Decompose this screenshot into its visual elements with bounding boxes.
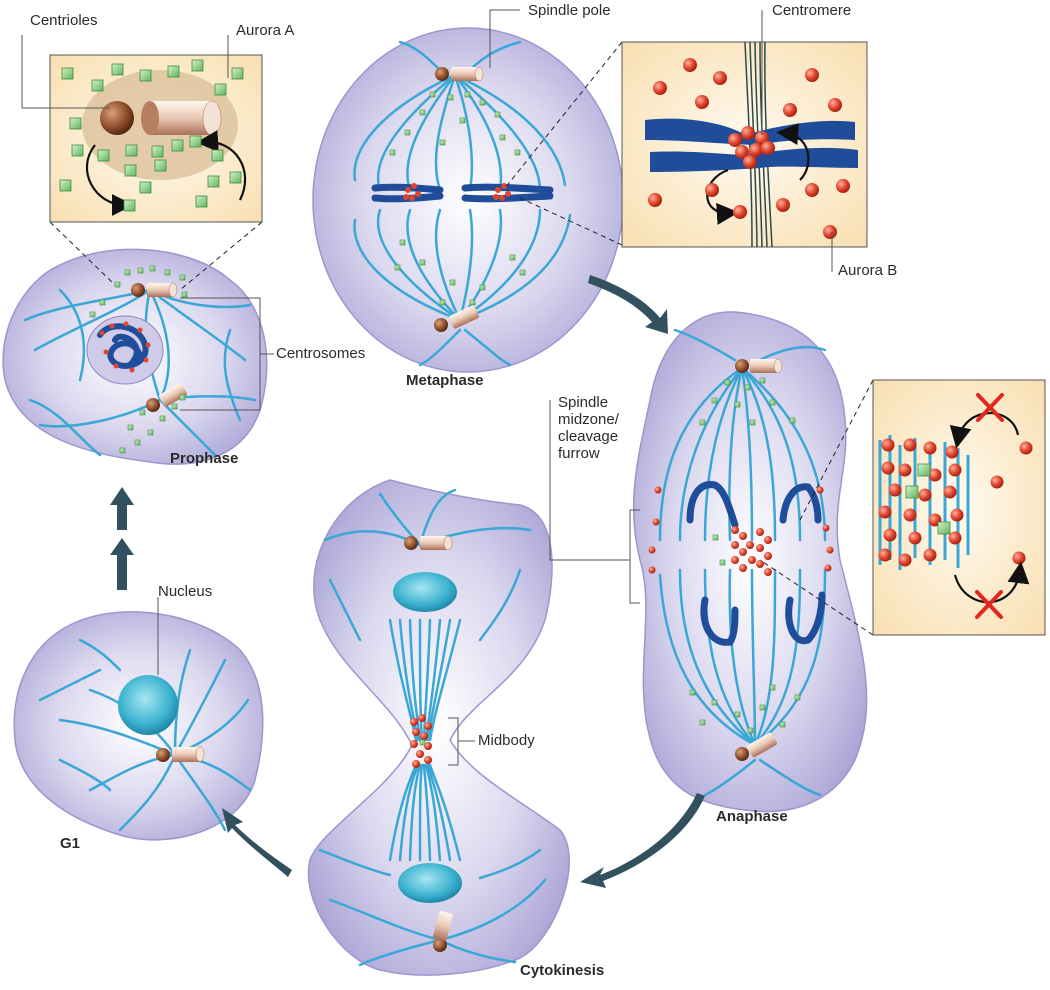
midbody-label: Midbody: [478, 732, 535, 749]
prophase-cell: [2, 248, 268, 465]
aurora-b-label: Aurora B: [838, 262, 898, 279]
prophase-aurora-a: [89, 265, 188, 454]
arrow-cyto-to-g1: [222, 808, 292, 877]
midzone-leader: [549, 400, 630, 561]
aurora-a-label: Aurora A: [236, 22, 295, 39]
midbody-aurora-a: [419, 739, 426, 746]
arrow-g1-to-pro-1: [110, 538, 134, 590]
cytokinesis-cell: [307, 479, 570, 976]
cycle-arrows: [110, 275, 705, 888]
metaphase-spindle: [353, 40, 572, 367]
metaphase-aurora-b-cluster: [403, 183, 511, 201]
centrosome-prophase-bottom: [146, 383, 188, 412]
stage-label-anaphase: Anaphase: [716, 808, 788, 825]
centrosome-prophase-top: [131, 282, 178, 298]
anaphase-cell: [632, 311, 868, 813]
stage-label-metaphase: Metaphase: [406, 372, 484, 389]
arrow-meta-to-ana: [588, 275, 668, 334]
centrioles-leader: [21, 35, 110, 109]
centrosome-metaphase-top: [435, 66, 484, 82]
midzone-bracket: [629, 509, 640, 604]
centrosomes-label: Centrosomes: [276, 345, 366, 362]
aurora-a-squares: [59, 59, 244, 212]
g1-centrosome: [156, 746, 205, 762]
metaphase-aurora-a: [389, 91, 526, 306]
prophase-aurora-b-dots: [99, 321, 151, 373]
spindle-midzone-line-2: midzone/: [558, 411, 619, 428]
centrioles-label: Centrioles: [30, 12, 98, 29]
centrosome-cytokinesis-top: [404, 535, 453, 551]
free-aurora-b: [648, 58, 850, 239]
inset-aurora-a: [905, 463, 951, 535]
midzone-inset: [759, 379, 1046, 636]
spindle-pole-label: Spindle pole: [528, 2, 611, 19]
spindle-midzone-line-1: Spindle: [558, 394, 609, 411]
inhibition-cross-top: [976, 393, 1004, 422]
spindle-midzone-label: Spindle midzone/ cleavage furrow: [558, 394, 619, 462]
midzone-aurora-b: [731, 526, 772, 576]
anaphase-aurora-a: [689, 377, 801, 734]
furrow-aurora-b: [648, 486, 834, 574]
stage-label-cytokinesis: Cytokinesis: [520, 962, 605, 979]
stage-label-prophase: Prophase: [170, 450, 239, 467]
nucleus-label: Nucleus: [158, 583, 213, 600]
metaphase-cell: [312, 27, 624, 373]
callout-lines: [21, 9, 833, 766]
anaphase-spindle: [658, 328, 827, 797]
cytokinesis-microtubules: [318, 488, 547, 967]
g1-cell: [13, 611, 264, 841]
centromere-inset: [504, 41, 868, 248]
inhibition-cross-bottom: [975, 590, 1003, 619]
arrow-g1-to-pro-2: [110, 487, 134, 530]
centromere-aurora-b: [728, 126, 775, 169]
centriole-inset: [49, 54, 263, 291]
anaphase-chromosomes: [686, 481, 826, 646]
spindle-midzone-line-4: furrow: [558, 445, 600, 462]
centrosome-anaphase-top: [735, 358, 783, 374]
centrosome-cytokinesis-bottom: [433, 911, 453, 952]
arrow-ana-to-cyto: [580, 793, 705, 888]
midbody-aurora-b: [410, 714, 432, 768]
stage-label-g1: G1: [60, 835, 81, 852]
prophase-chromosomes: [97, 323, 149, 369]
spindle-midzone-line-3: cleavage: [558, 428, 619, 445]
centrosome-metaphase-bottom: [434, 305, 479, 332]
spindle-pole-leader: [489, 9, 520, 68]
centromere-label: Centromere: [772, 2, 852, 19]
centrosome-anaphase-bottom: [735, 732, 777, 761]
